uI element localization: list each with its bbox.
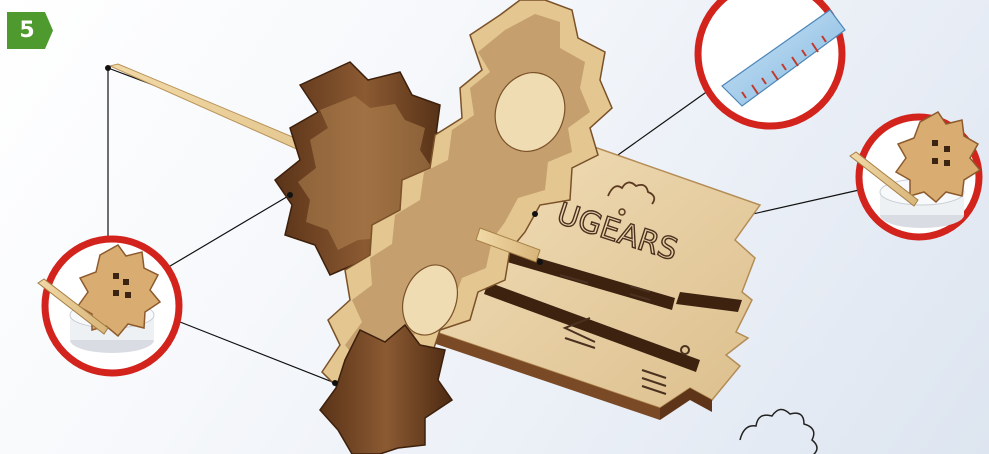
glue-callout-left [38,239,179,373]
glue-callout-right [850,112,980,237]
gear-outline-icon [740,409,817,454]
step-number: 5 [7,12,47,49]
step-badge: 5 [7,12,53,49]
ruler-callout [698,0,845,126]
